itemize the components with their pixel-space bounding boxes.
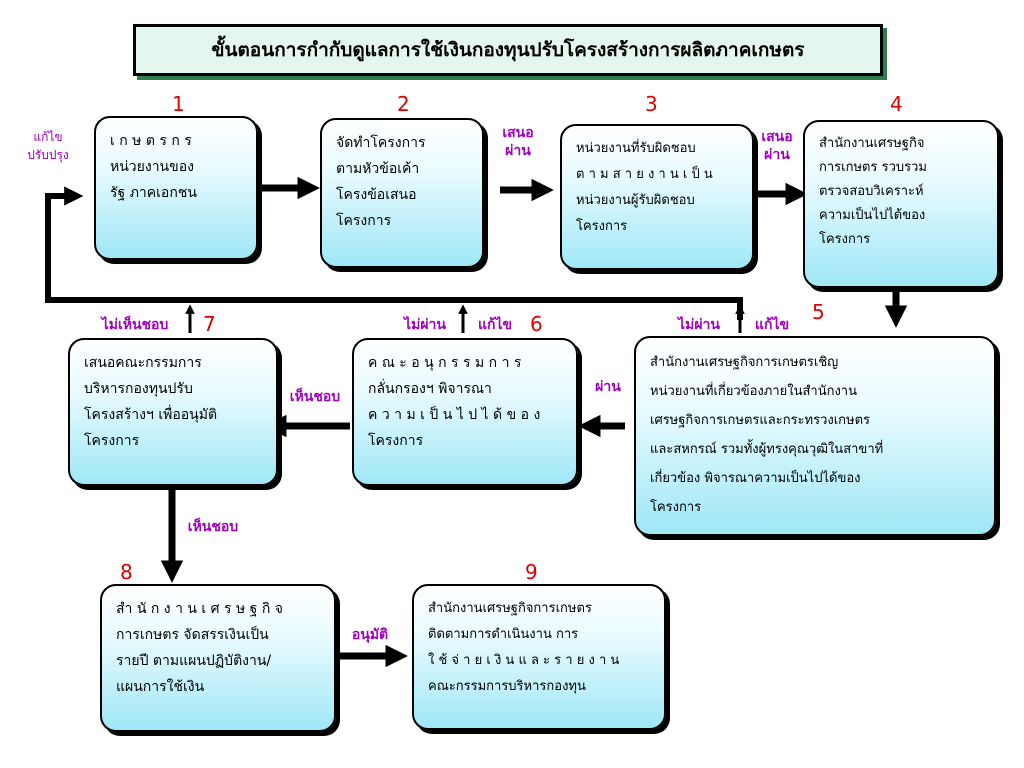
label-approved-8: อนุมัติ — [351, 627, 389, 643]
step-text-1: เ ก ษ ต ร ก ร หน่วยงานของ รัฐ ภาคเอกชน — [110, 133, 197, 201]
step-box-6: ค ณ ะ อ นุ ก ร ร ม ก า ร กลั่นกรองฯ พิจา… — [352, 338, 578, 486]
step-box-1: เ ก ษ ต ร ก ร หน่วยงานของ รัฐ ภาคเอกชน — [94, 116, 258, 260]
step-text-2: จัดทำโครงการ ตามหัวข้อเค้า โครงข้อเสนอ โ… — [336, 135, 426, 229]
step-text-4: สำนักงานเศรษฐกิจ การเกษตร รวบรวม ตรวจสอบ… — [819, 136, 927, 247]
label-pass-5: ผ่าน — [595, 379, 621, 395]
step-text-3: หน่วยงานที่รับผิดชอบ ต า ม ส า ย ง า น เ… — [576, 141, 713, 234]
step-number-5: 5 — [812, 300, 825, 324]
label-not-approve-7: ไม่เห็นชอบ — [101, 317, 169, 333]
step-text-7: เสนอคณะกรรมการ บริหารกองทุนปรับ โครงสร้า… — [84, 355, 218, 449]
step-number-4: 4 — [890, 92, 903, 116]
label-approve-7: เห็นชอบ — [187, 519, 239, 535]
step-box-7: เสนอคณะกรรมการ บริหารกองทุนปรับ โครงสร้า… — [68, 338, 278, 486]
step-number-2: 2 — [397, 92, 410, 116]
step-text-8: สำ นั ก ง า น เ ศ ร ษ ฐ กิ จ การเกษตร จั… — [116, 601, 283, 695]
label-fix-5: แก้ไข — [754, 317, 790, 333]
page-title: ขั้นตอนการกำกับดูแลการใช้เงินกองทุนปรับโ… — [133, 24, 883, 76]
step-number-7: 7 — [203, 312, 216, 336]
step-text-9: สำนักงานเศรษฐกิจการเกษตร ติดตามการดำเนิน… — [428, 601, 620, 694]
step-box-9: สำนักงานเศรษฐกิจการเกษตร ติดตามการดำเนิน… — [412, 584, 666, 730]
label-fix-6: แก้ไข — [477, 317, 513, 333]
label-fix-improve: แก้ไข ปรับปรุง — [27, 130, 69, 162]
step-number-6: 6 — [530, 312, 543, 336]
step-box-8: สำ นั ก ง า น เ ศ ร ษ ฐ กิ จ การเกษตร จั… — [100, 584, 336, 732]
step-number-1: 1 — [172, 92, 185, 116]
label-not-pass-5: ไม่ผ่าน — [678, 317, 720, 333]
step-text-5: สำนักงานเศรษฐกิจการเกษตรเชิญ หน่วยงานที่… — [650, 355, 884, 515]
label-propose-pass-2: เสนอ ผ่าน — [761, 129, 793, 163]
step-text-6: ค ณ ะ อ นุ ก ร ร ม ก า ร กลั่นกรองฯ พิจา… — [368, 355, 541, 449]
label-not-pass-6: ไม่ผ่าน — [404, 317, 446, 333]
step-box-2: จัดทำโครงการ ตามหัวข้อเค้า โครงข้อเสนอ โ… — [320, 118, 484, 268]
step-box-5: สำนักงานเศรษฐกิจการเกษตรเชิญ หน่วยงานที่… — [634, 336, 996, 536]
step-number-9: 9 — [525, 560, 538, 584]
step-number-3: 3 — [645, 92, 658, 116]
label-propose-pass-1: เสนอ ผ่าน — [502, 125, 534, 159]
label-approve-6: เห็นชอบ — [289, 389, 341, 405]
step-box-4: สำนักงานเศรษฐกิจ การเกษตร รวบรวม ตรวจสอบ… — [803, 120, 999, 288]
step-box-3: หน่วยงานที่รับผิดชอบ ต า ม ส า ย ง า น เ… — [560, 124, 754, 270]
step-number-8: 8 — [120, 560, 133, 584]
